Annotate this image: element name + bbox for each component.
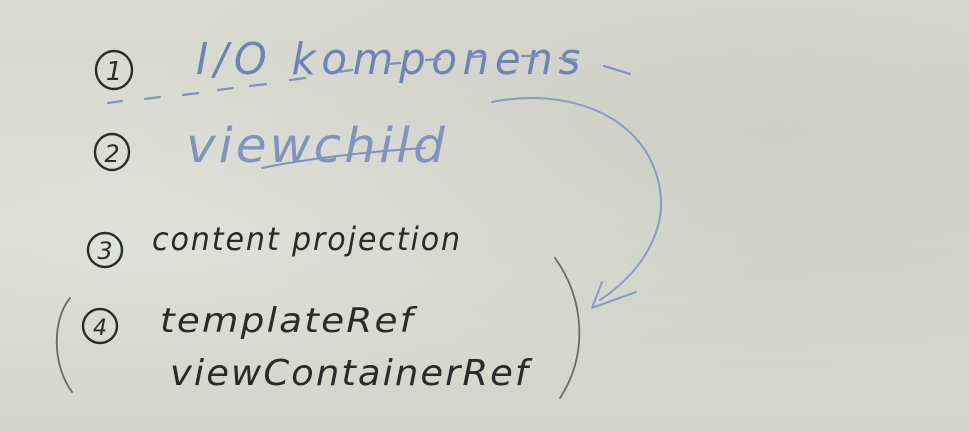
left-bracket	[55, 297, 73, 393]
list-item-3: 3 content projection	[86, 220, 462, 269]
item-1-text: I/O komponens	[196, 34, 586, 85]
item-4-second-line: viewContainerRef	[170, 353, 533, 394]
item-2-number-circle	[93, 132, 131, 172]
item-1-underline	[106, 54, 632, 105]
item-4-number: 4	[93, 316, 107, 341]
item-3-number: 3	[97, 237, 112, 265]
list-item-1: 1 I/O komponens	[94, 34, 632, 105]
arrow-connector	[491, 97, 662, 309]
arrow-curve	[491, 97, 662, 301]
list-item-4: 4 templateRef viewContainerRef	[55, 257, 581, 399]
item-3-number-circle	[86, 231, 124, 269]
item-4-number-circle	[81, 307, 119, 345]
right-bracket	[554, 257, 581, 399]
item-4-text: templateRef	[160, 301, 418, 341]
item-2-text: viewchild	[186, 118, 448, 174]
item-2-number: 2	[104, 140, 119, 168]
item-1-number-circle	[94, 49, 134, 91]
item-1-number: 1	[106, 57, 123, 87]
item-2-underline	[261, 147, 426, 169]
list-item-2: 2 viewchild	[93, 118, 448, 174]
item-3-text: content projection	[152, 220, 462, 258]
arrow-head-icon	[591, 281, 637, 309]
